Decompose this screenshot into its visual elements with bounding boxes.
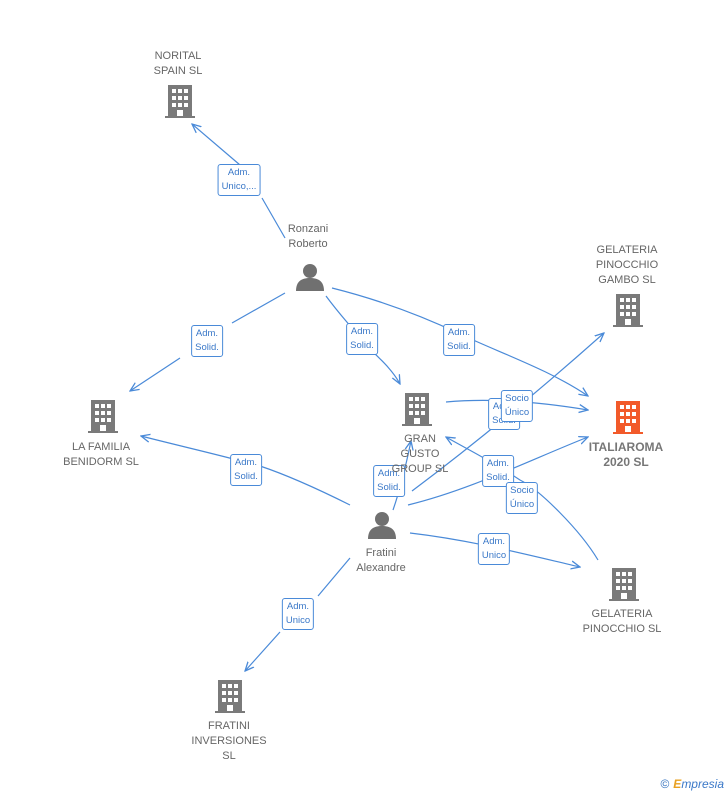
relation-label-ronzani-to-norital[interactable]: Adm. Unico,... <box>217 164 261 196</box>
copyright-symbol: © <box>660 777 670 791</box>
relation-label-ronzani-to-italiaroma[interactable]: Adm. Solid. <box>443 324 475 356</box>
relation-label-ronzani-to-lafamilia[interactable]: Adm. Solid. <box>191 325 223 357</box>
relation-label-fratini-to-lafamilia[interactable]: Adm. Solid. <box>230 454 262 486</box>
relation-label-gelateria-to-grangusto[interactable]: Socio Único <box>505 482 539 514</box>
node-label-fratini_inv[interactable]: FRATINI INVERSIONES SL <box>191 720 267 762</box>
building-icon[interactable] <box>215 680 245 713</box>
edge-ronzani-to-lafamilia <box>130 292 286 391</box>
node-label-fratini[interactable]: Fratini Alexandre <box>356 547 406 574</box>
building-icon[interactable] <box>88 400 118 433</box>
person-icon[interactable] <box>296 264 324 291</box>
empresia-logo[interactable]: ©Empresia <box>660 777 724 791</box>
brand-name: mpresia <box>681 777 724 791</box>
node-label-lafamilia[interactable]: LA FAMILIA BENIDORM SL <box>63 441 139 468</box>
person-icon[interactable] <box>368 512 396 539</box>
building-icon[interactable] <box>613 294 643 327</box>
building-icon[interactable] <box>165 85 195 118</box>
relation-label-fratini-to-gelateria[interactable]: Adm. Unico <box>477 533 511 565</box>
edge-ronzani-to-norital <box>192 124 286 239</box>
relation-label-fratini-to-grangusto[interactable]: Adm. Solid. <box>373 465 405 497</box>
node-label-gelateria[interactable]: GELATERIA PINOCCHIO SL <box>582 608 662 635</box>
node-layer <box>88 85 643 713</box>
node-label-ronzani[interactable]: Ronzani Roberto <box>287 223 329 250</box>
relation-label-fratini-to-gelateria_gambo[interactable]: Socio Único <box>500 390 534 422</box>
focus-building-icon[interactable] <box>613 401 643 434</box>
relation-label-fratini-to-fratini_inv[interactable]: Adm. Unico <box>281 598 315 630</box>
edge-layer <box>130 124 604 671</box>
edge-gelateria-to-grangusto <box>446 437 599 561</box>
brand-initial: E <box>673 777 682 791</box>
node-label-grangusto[interactable]: GRAN GUSTO GROUP SL <box>391 433 449 475</box>
building-icon[interactable] <box>609 568 639 601</box>
relation-label-ronzani-to-grangusto[interactable]: Adm. Solid. <box>346 323 378 355</box>
node-label-gelateria_gambo[interactable]: GELATERIA PINOCCHIO GAMBO SL <box>595 244 659 286</box>
relation-label-fratini-to-italiaroma[interactable]: Adm. Solid. <box>482 455 514 487</box>
building-icon[interactable] <box>402 393 432 426</box>
node-label-norital[interactable]: NORITAL SPAIN SL <box>153 50 203 77</box>
edge-fratini-to-fratini_inv <box>245 557 351 671</box>
node-label-italiaroma[interactable]: ITALIAROMA 2020 SL <box>588 440 664 469</box>
